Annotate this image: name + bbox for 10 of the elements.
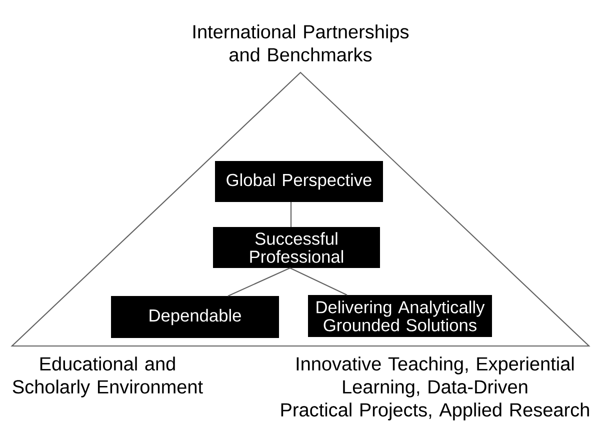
text-box: Global Perspective (215, 161, 383, 202)
connector-line (290, 202, 292, 227)
text-label: International Partnerships and Benchmarks (193, 24, 409, 62)
text-box: Dependable (111, 296, 279, 338)
text-label: Educational and Scholarly Environment (12, 356, 203, 398)
text-label: Innovative Teaching, Experiential Learning, Data-Driven Practical Projects, Applied Research (281, 356, 589, 420)
text-box: Successful Professional (213, 227, 380, 268)
text-box: Delivering Analytically Grounded Solutions (308, 295, 492, 337)
connector-line (290, 268, 348, 296)
connector-line (228, 268, 290, 296)
